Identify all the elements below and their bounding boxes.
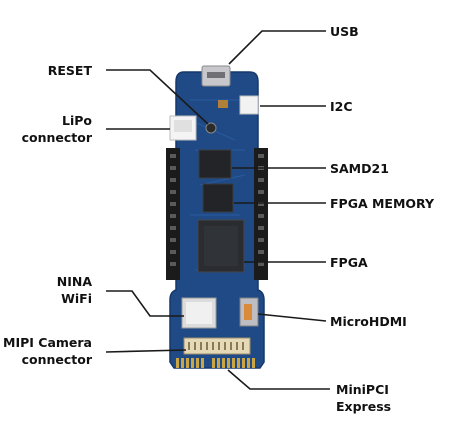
samd21-chip <box>198 149 232 179</box>
label-minipci-line2: Express <box>336 399 392 414</box>
label-nina-line2: WiFi <box>61 291 92 306</box>
label-i2c: I2C <box>330 98 353 115</box>
label-lipo-connector: LiPo connector <box>22 112 92 146</box>
label-lipo-line2: connector <box>21 130 92 145</box>
label-fpga-memory: FPGA MEMORY <box>330 195 434 212</box>
reset-button <box>205 122 217 134</box>
label-lipo-line1: LiPo <box>62 113 92 128</box>
label-mipi-line2: connector <box>21 352 92 367</box>
mipi-camera-connector <box>183 337 251 355</box>
fpga-memory-chip <box>202 183 234 213</box>
label-samd21: SAMD21 <box>330 160 389 177</box>
label-fpga: FPGA <box>330 254 368 271</box>
label-reset-text: RESET <box>47 63 92 78</box>
label-fpga-memory-text: FPGA MEMORY <box>330 196 435 211</box>
label-samd21-text: SAMD21 <box>330 161 389 176</box>
label-mipi-line1: MIPI Camera <box>3 335 92 350</box>
label-usb: USB <box>330 23 359 40</box>
label-microhdmi-text: MicroHDMI <box>330 314 407 329</box>
label-i2c-text: I2C <box>330 99 353 114</box>
label-fpga-text: FPGA <box>330 255 368 270</box>
i2c-connector <box>239 95 259 115</box>
label-nina-wifi: NINA WiFi <box>57 273 92 307</box>
leader-usb <box>228 30 326 65</box>
label-mipi-camera-connector: MIPI Camera connector <box>3 334 92 368</box>
leader-mipi <box>105 349 187 353</box>
label-microhdmi: MicroHDMI <box>330 313 407 330</box>
label-reset: RESET <box>48 62 92 79</box>
label-minipci-line1: MiniPCI <box>336 382 389 397</box>
label-nina-line1: NINA <box>56 274 92 289</box>
left-header-pins <box>170 154 176 266</box>
leader-microhdmi <box>257 313 327 322</box>
leader-minipci <box>227 369 330 390</box>
label-usb-text: USB <box>330 24 359 39</box>
label-minipci-express: MiniPCI Express <box>336 381 391 415</box>
leader-nina <box>106 290 184 317</box>
leader-lines <box>105 30 330 390</box>
mipi-pins <box>188 342 244 350</box>
minipci-gold-fingers <box>176 358 255 368</box>
leader-reset <box>106 69 209 125</box>
